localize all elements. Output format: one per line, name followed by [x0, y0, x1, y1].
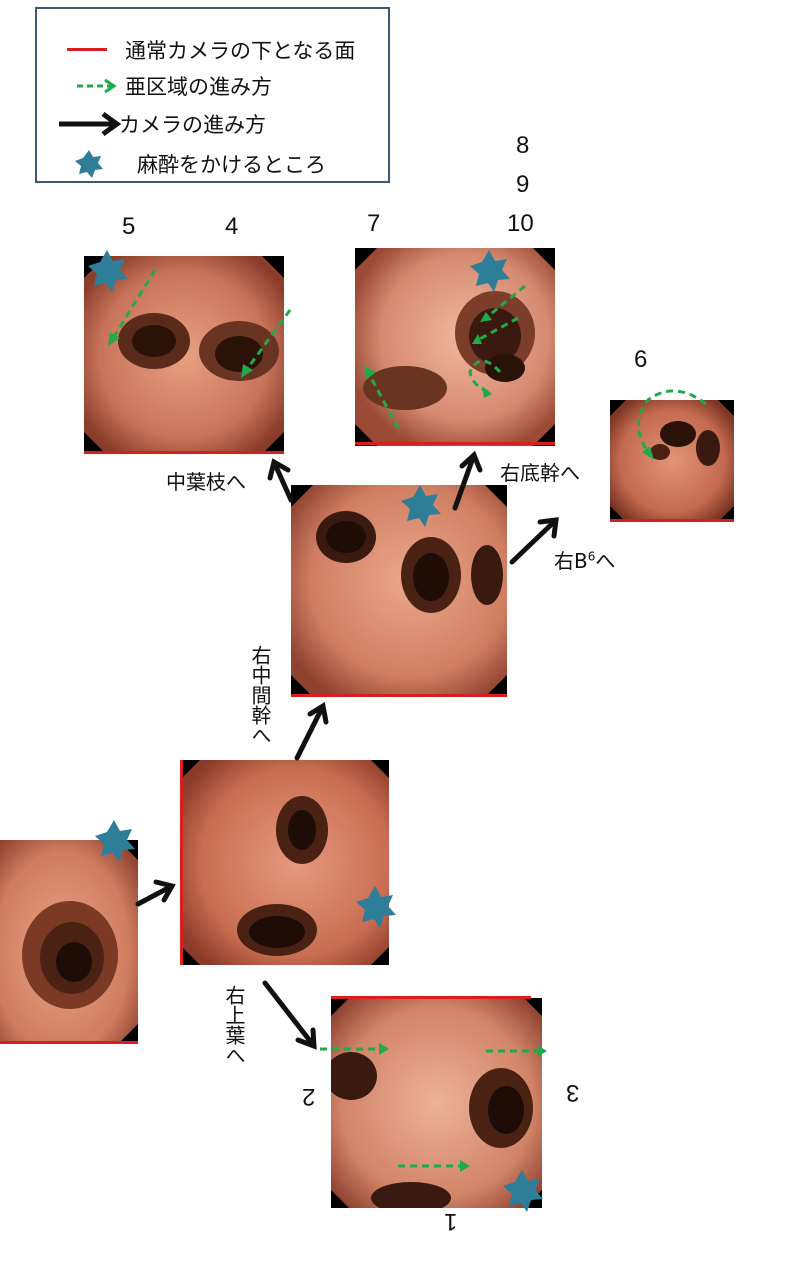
camera-arrow-to-right-main	[135, 879, 176, 907]
bronchoscopy-image-intermediate	[291, 485, 507, 697]
red-line-photo-b6	[610, 519, 734, 522]
segment-number-3: 3	[566, 1079, 580, 1106]
red-line-photo-middle-lobe	[84, 451, 284, 454]
segment-number-1: 1	[444, 1208, 458, 1235]
segment-number-8: 8	[516, 132, 530, 159]
label-right-upper-lobe: 右上葉へ	[222, 985, 246, 1065]
label-right-intermediate: 右中間幹へ	[248, 645, 272, 745]
legend-green-arrow: 亜区域の進み方	[37, 69, 272, 103]
black-arrow-icon	[59, 111, 122, 137]
legend-black-arrow-text: カメラの進み方	[119, 113, 266, 137]
bronchoscopy-image-right-main	[182, 760, 389, 965]
legend-black-arrow: カメラの進み方	[37, 107, 266, 141]
label-middle-lobe: 中葉枝へ	[166, 470, 246, 494]
legend-green-arrow-text: 亜区域の進み方	[125, 75, 272, 99]
bronchoscopy-image-basal	[355, 248, 555, 446]
red-line-photo-basal	[355, 442, 555, 445]
camera-arrow-to-b6	[509, 517, 559, 565]
segment-number-6: 6	[634, 346, 648, 373]
segment-number-9: 9	[516, 171, 530, 198]
red-line-photo-right-main	[180, 760, 183, 965]
green-dashed-arrow-icon	[77, 78, 117, 94]
bronchoscopy-image-upper-lobe	[331, 998, 542, 1208]
legend-star-text: 麻酔をかけるところ	[137, 153, 326, 177]
red-line-photo-upper-lobe	[331, 996, 531, 999]
camera-arrow-to-middle-lobe	[267, 458, 294, 503]
segment-number-2: 2	[302, 1083, 316, 1110]
legend-box: 通常カメラの下となる面 亜区域の進み方 カメラの進み方 麻酔をかけるところ	[35, 7, 390, 183]
bronchoscopy-image-trachea	[0, 840, 138, 1044]
camera-arrow-to-intermediate	[294, 701, 329, 761]
segment-number-10: 10	[507, 210, 534, 237]
segment-number-7: 7	[367, 210, 381, 237]
legend-star: 麻酔をかけるところ	[37, 147, 326, 181]
label-right-basal: 右底幹へ	[500, 461, 580, 485]
legend-red-line-text: 通常カメラの下となる面	[125, 39, 356, 63]
segment-number-4: 4	[225, 213, 239, 240]
camera-arrow-to-upper-lobe	[262, 980, 317, 1050]
legend-red-line: 通常カメラの下となる面	[37, 33, 355, 67]
segment-number-5: 5	[122, 213, 136, 240]
red-line-photo-trachea	[0, 1041, 138, 1044]
star-icon	[75, 150, 103, 178]
bronchoscopy-image-b6	[610, 400, 734, 522]
label-right-b6: 右B6へ	[554, 549, 616, 573]
red-line-swatch	[67, 48, 107, 51]
bronchoscopy-image-middle-lobe	[84, 256, 284, 454]
red-line-photo-intermediate	[291, 694, 507, 697]
